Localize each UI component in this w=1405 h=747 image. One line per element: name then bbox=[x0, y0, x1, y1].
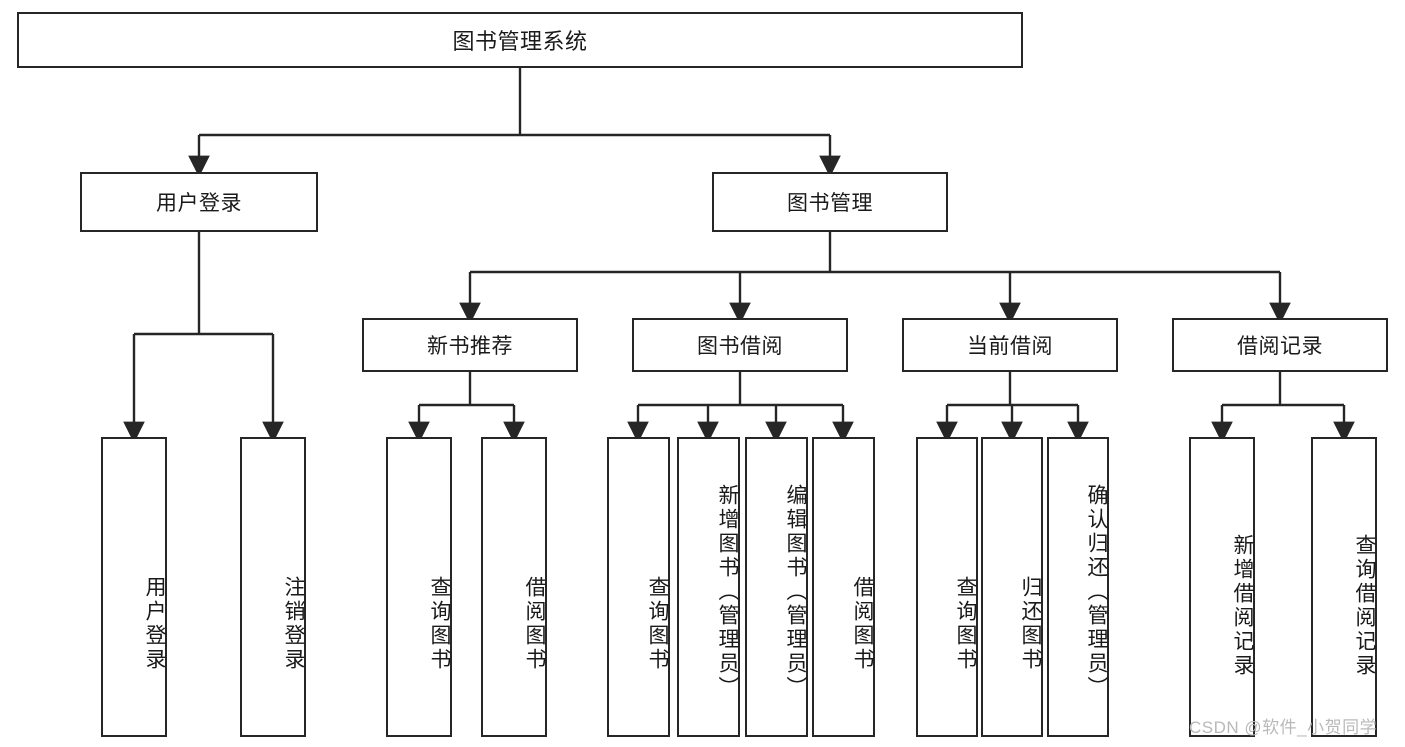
node-borrow-record[interactable]: 借阅记录 bbox=[1172, 318, 1388, 372]
leaf-label: 借阅图书 bbox=[851, 576, 874, 672]
leaf-label: 查询图书 bbox=[428, 576, 451, 672]
watermark: CSDN @软件_小贺同学 bbox=[1189, 718, 1378, 737]
leaf-label: 新增图书（管理员） bbox=[716, 484, 739, 700]
leaf-label: 新增借阅记录 bbox=[1231, 534, 1254, 678]
leaf-add-record[interactable]: 新增借阅记录 bbox=[1189, 437, 1255, 737]
leaf-label: 编辑图书（管理员） bbox=[784, 484, 807, 700]
leaf-label: 查询图书 bbox=[954, 576, 977, 672]
node-book-borrow[interactable]: 图书借阅 bbox=[632, 318, 848, 372]
leaf-label: 查询借阅记录 bbox=[1353, 534, 1376, 678]
leaf-query-book-1[interactable]: 查询图书 bbox=[386, 437, 452, 737]
leaf-query-book-3[interactable]: 查询图书 bbox=[916, 437, 978, 737]
node-root[interactable]: 图书管理系统 bbox=[17, 12, 1023, 68]
node-book-manage[interactable]: 图书管理 bbox=[712, 172, 948, 232]
leaf-return-book[interactable]: 归还图书 bbox=[981, 437, 1043, 737]
leaf-label: 确认归还（管理员） bbox=[1085, 484, 1108, 700]
leaf-label: 查询图书 bbox=[646, 576, 669, 672]
leaf-label: 注销登录 bbox=[282, 576, 305, 672]
leaf-user-login[interactable]: 用户登录 bbox=[101, 437, 167, 737]
leaf-edit-book[interactable]: 编辑图书（管理员） bbox=[745, 437, 808, 737]
leaf-borrow-book-2[interactable]: 借阅图书 bbox=[812, 437, 875, 737]
leaf-borrow-book-1[interactable]: 借阅图书 bbox=[481, 437, 547, 737]
leaf-add-book[interactable]: 新增图书（管理员） bbox=[677, 437, 740, 737]
leaf-user-logout[interactable]: 注销登录 bbox=[240, 437, 306, 737]
node-user-login[interactable]: 用户登录 bbox=[80, 172, 318, 232]
leaf-query-book-2[interactable]: 查询图书 bbox=[607, 437, 670, 737]
leaf-label: 归还图书 bbox=[1019, 576, 1042, 672]
leaf-label: 借阅图书 bbox=[523, 576, 546, 672]
leaf-label: 用户登录 bbox=[143, 576, 166, 672]
leaf-query-record[interactable]: 查询借阅记录 bbox=[1311, 437, 1377, 737]
leaf-confirm-return[interactable]: 确认归还（管理员） bbox=[1047, 437, 1109, 737]
node-current-borrow[interactable]: 当前借阅 bbox=[902, 318, 1118, 372]
node-new-book-recommend[interactable]: 新书推荐 bbox=[362, 318, 578, 372]
